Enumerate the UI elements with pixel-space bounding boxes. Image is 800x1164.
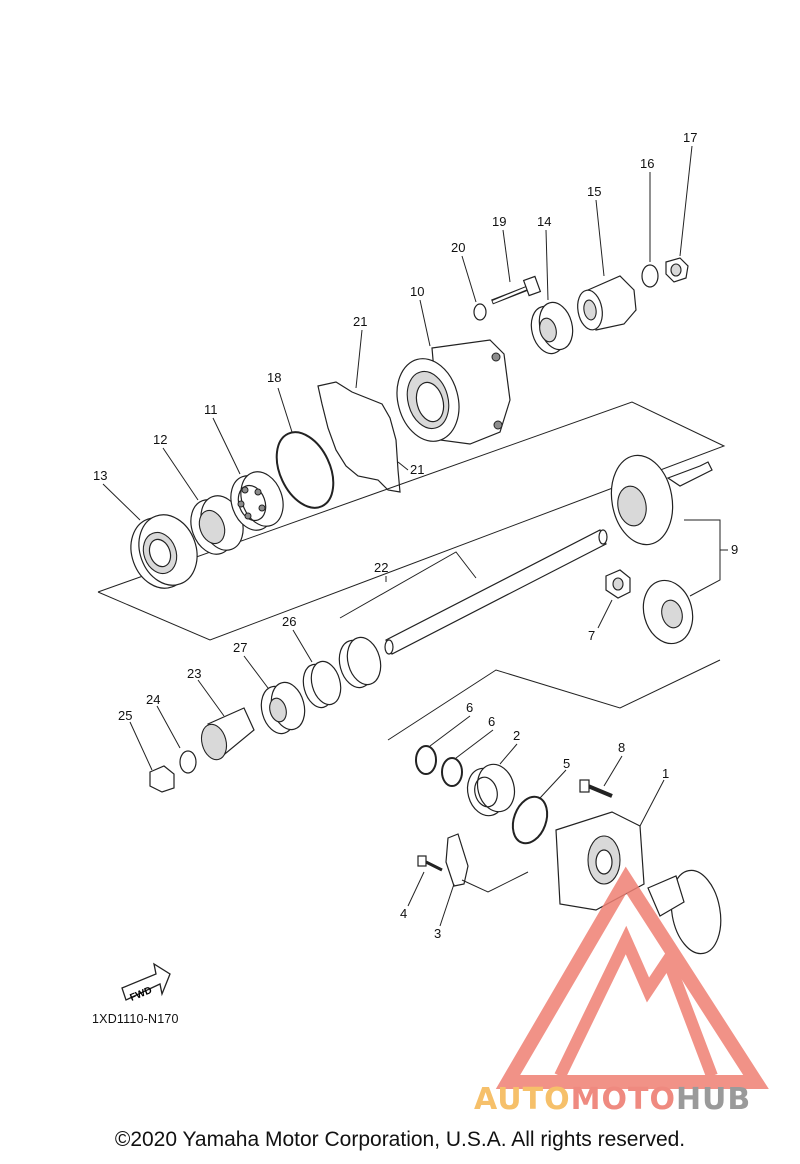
part-label-13: 13 (93, 468, 107, 483)
part-label-1: 1 (662, 766, 669, 781)
part-label-21-top: 21 (353, 314, 367, 329)
part-3-bracket (445, 833, 469, 887)
part-16-washer (641, 264, 659, 288)
group-outline-upper (97, 401, 726, 641)
part-label-21-bottom: 21 (410, 462, 424, 477)
part-label-19: 19 (492, 214, 506, 229)
part-9-bevel-gear-set (610, 454, 713, 645)
part-26-spline-ring (302, 660, 342, 709)
part-21-gasket (317, 381, 401, 493)
leader-lines (102, 145, 693, 927)
part-23-needle-bearing (200, 707, 255, 761)
part-label-16: 16 (640, 156, 654, 171)
part-8-bolt (579, 779, 613, 798)
part-13-bearing (130, 514, 198, 589)
part-label-10: 10 (410, 284, 424, 299)
part-25-nut (149, 765, 175, 793)
part-14-bearing (530, 301, 574, 355)
part-label-6-b: 6 (488, 714, 495, 729)
part-9-bracket (684, 519, 721, 597)
part-6-shim-b (441, 757, 463, 787)
part-label-23: 23 (187, 666, 201, 681)
part-label-20: 20 (451, 240, 465, 255)
part-label-9: 9 (731, 542, 738, 557)
part-22-drive-shaft (384, 529, 608, 655)
part-24-washer (179, 750, 197, 774)
diagram-code: 1XD1110-N170 (92, 1012, 179, 1026)
copyright-notice: ©2020 Yamaha Motor Corporation, U.S.A. A… (114, 1128, 686, 1151)
part-18-o-ring (275, 431, 335, 509)
output-gear (647, 869, 722, 955)
part-label-27: 27 (233, 640, 247, 655)
part-label-8: 8 (618, 740, 625, 755)
part-label-6-a: 6 (466, 700, 473, 715)
part-label-7: 7 (588, 628, 595, 643)
part-15-coupling (577, 275, 637, 331)
group-outline-middle (339, 551, 477, 619)
part-label-5: 5 (563, 756, 570, 771)
part-label-15: 15 (587, 184, 601, 199)
automotohub-logo-icon (495, 866, 769, 1089)
part-label-17: 17 (683, 130, 697, 145)
part-label-12: 12 (153, 432, 167, 447)
fwd-arrow-icon: FWD (121, 962, 171, 1004)
part-22-bearing (338, 636, 382, 689)
part-10-housing (396, 339, 511, 445)
part-17-nut (665, 257, 689, 283)
part-label-22: 22 (374, 560, 388, 575)
part-label-25: 25 (118, 708, 132, 723)
part-label-14: 14 (537, 214, 551, 229)
part-7-nut (605, 569, 631, 599)
part-20-washer (473, 303, 487, 321)
watermark-moto: MOTO (570, 1082, 676, 1117)
part-4-screw (417, 855, 443, 872)
part-5-o-ring (511, 795, 549, 845)
part-2-bearing (466, 763, 516, 817)
part-label-3: 3 (434, 926, 441, 941)
part-label-11: 11 (204, 402, 218, 417)
part-label-24: 24 (146, 692, 160, 707)
part-label-4: 4 (400, 906, 407, 921)
part-label-18: 18 (267, 370, 281, 385)
watermark-hub: HUB (675, 1082, 752, 1117)
watermark-auto: AUTO (474, 1082, 571, 1117)
part-27-bearing (260, 681, 306, 735)
part-11-bearing (230, 471, 284, 531)
part-label-2: 2 (513, 728, 520, 743)
part-label-26: 26 (282, 614, 296, 629)
part-6-shim-a (415, 745, 437, 775)
part-19-bolt (491, 275, 542, 305)
watermark-text: AUTOMOTOHUB (474, 1082, 751, 1117)
